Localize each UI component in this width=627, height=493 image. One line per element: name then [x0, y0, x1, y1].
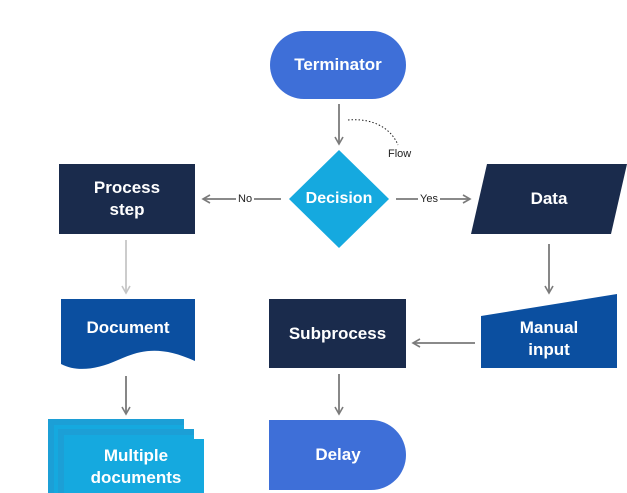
terminator-shape[interactable]	[270, 31, 406, 99]
manual-input-shape[interactable]	[481, 294, 617, 368]
data-shape[interactable]	[471, 164, 627, 234]
yes-edge-label: Yes	[418, 193, 440, 205]
no-edge-label: No	[236, 193, 255, 205]
flow-annotation-label: Flow	[388, 148, 412, 160]
decision-shape[interactable]	[289, 150, 389, 248]
delay-shape[interactable]	[269, 420, 406, 490]
document-shape[interactable]	[61, 299, 195, 369]
flow-annotation-line	[347, 119, 399, 146]
multiple-documents-shape[interactable]	[48, 419, 204, 493]
process-step-shape[interactable]	[59, 164, 195, 234]
subprocess-shape[interactable]	[269, 299, 406, 368]
